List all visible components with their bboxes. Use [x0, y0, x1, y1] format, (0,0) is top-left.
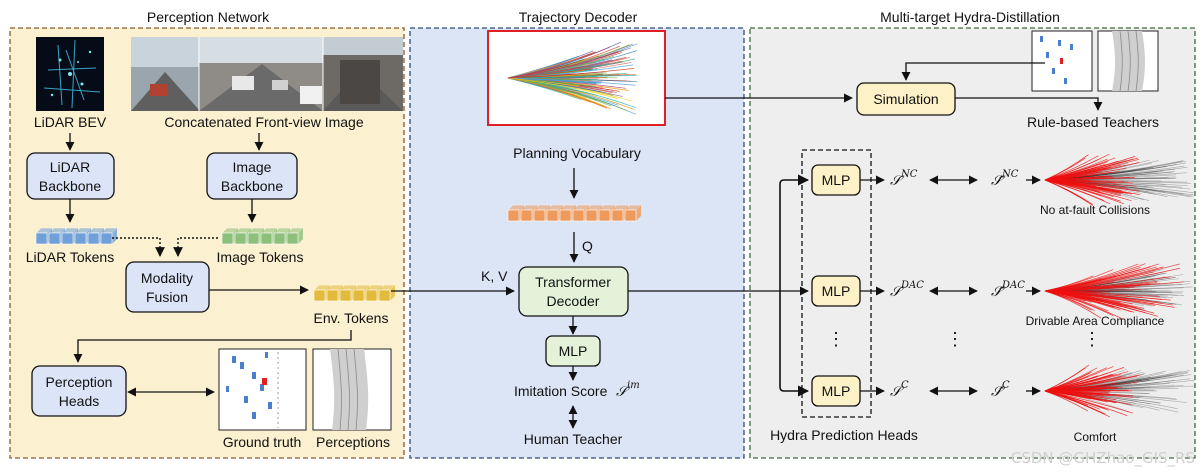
svg-text:Transformer: Transformer [535, 274, 611, 290]
teacher-maps [1031, 30, 1159, 92]
env-token-stack [313, 284, 396, 302]
svg-text:NC: NC [1001, 169, 1019, 180]
lidar-backbone-box: LiDAR Backbone [26, 152, 115, 200]
trajectory-plot-caption: Comfort [1074, 430, 1117, 444]
svg-text:im: im [627, 380, 640, 391]
image-token-stack [221, 227, 304, 245]
svg-text:MLP: MLP [559, 343, 588, 359]
image-to-fusion-connector [173, 237, 218, 257]
lidar-bev-image [36, 37, 104, 111]
svg-text:MLP: MLP [822, 283, 851, 299]
lidar-bev-label: LiDAR BEV [34, 114, 107, 130]
front-view-image [131, 37, 403, 111]
svg-text:Backbone: Backbone [39, 178, 101, 194]
vocabulary-trajectory [507, 57, 583, 79]
image-token [286, 227, 304, 245]
svg-text:MLP: MLP [822, 172, 851, 188]
svg-text:C: C [1002, 380, 1010, 391]
svg-text:Simulation: Simulation [873, 91, 938, 107]
hydra-mlp-box: MLP [811, 164, 861, 196]
vocabulary-trajectory [507, 77, 611, 109]
front-view-label: Concatenated Front-view Image [164, 114, 363, 130]
decoder-mlp-box: MLP [545, 335, 601, 367]
planning-vocabulary-label: Planning Vocabulary [513, 145, 641, 161]
lidar-token-stack [35, 227, 118, 245]
perceptions-map [312, 348, 392, 431]
vocabulary-trajectory [507, 77, 636, 86]
svg-text:LiDAR: LiDAR [50, 159, 90, 175]
trajectory-score-plot [1044, 263, 1193, 320]
vocabulary-trajectory [507, 68, 592, 79]
trajectory-score-plot [1044, 364, 1196, 418]
planning-vocabulary-image [487, 30, 666, 126]
ground-truth-map [218, 348, 307, 431]
env-tokens-label: Env. Tokens [314, 310, 389, 326]
svg-text:Backbone: Backbone [221, 178, 283, 194]
watermark: CSDN @GHZhao_GIS_RS [1011, 449, 1195, 468]
hydra-mlp-box: MLP [811, 375, 861, 407]
hydra-mlp-box: MLP [811, 275, 861, 307]
lidar-tokens-label: LiDAR Tokens [26, 249, 114, 265]
vocabulary-trajectory [507, 68, 635, 79]
query-token [624, 204, 642, 222]
svg-text:C: C [901, 380, 909, 391]
hydra-heads-group [801, 149, 872, 418]
svg-text:NC: NC [900, 169, 918, 180]
svg-text:Fusion: Fusion [146, 289, 188, 305]
query-label: Q [582, 238, 593, 254]
hydra-ellipsis: ⋮ [827, 329, 845, 349]
svg-text:Perception: Perception [46, 374, 113, 390]
trajectory-ellipsis: ⋮ [1083, 329, 1101, 349]
ground-truth-label: Ground truth [223, 434, 302, 450]
vocabulary-trajectory [507, 77, 618, 99]
query-token-stack [507, 204, 642, 222]
svg-text:Imitation Score: Imitation Score [514, 383, 608, 399]
hydra-heads-label: Hydra Prediction Heads [770, 427, 918, 443]
vocabulary-trajectory [507, 51, 618, 79]
svg-text:DAC: DAC [1001, 280, 1025, 291]
score-ellipsis: ⋮ [946, 329, 964, 349]
image-tokens-label: Image Tokens [217, 249, 304, 265]
image-backbone-box: Image Backbone [206, 152, 298, 200]
lidar-to-fusion-connector [112, 237, 165, 257]
modality-fusion-box: Modality Fusion [125, 261, 210, 313]
trajectory-plot-caption: Drivable Area Compliance [1026, 314, 1165, 328]
trajectory-plot-caption: No at-fault Collisions [1040, 203, 1150, 217]
perception-heads-box: Perception Heads [31, 365, 127, 417]
svg-text:Image: Image [233, 159, 272, 175]
transformer-decoder-box: Transformer Decoder [518, 266, 629, 317]
svg-text:MLP: MLP [822, 383, 851, 399]
svg-text:Heads: Heads [59, 393, 99, 409]
svg-text:Modality: Modality [141, 270, 193, 286]
kv-label: K, V [481, 268, 508, 284]
svg-text:DAC: DAC [900, 280, 924, 291]
svg-text:Decoder: Decoder [547, 293, 600, 309]
perceptions-label: Perceptions [316, 434, 390, 450]
rule-based-teachers-label: Rule-based Teachers [1027, 114, 1159, 130]
simulation-box: Simulation [856, 82, 956, 116]
decoder-section-title: Trajectory Decoder [519, 9, 638, 25]
human-teacher-label: Human Teacher [524, 431, 623, 447]
env-token [378, 284, 396, 302]
trajectory-score-plot [1044, 153, 1194, 206]
distill-section-title: Multi-target Hydra-Distillation [880, 9, 1060, 25]
perception-section-title: Perception Network [147, 9, 270, 25]
